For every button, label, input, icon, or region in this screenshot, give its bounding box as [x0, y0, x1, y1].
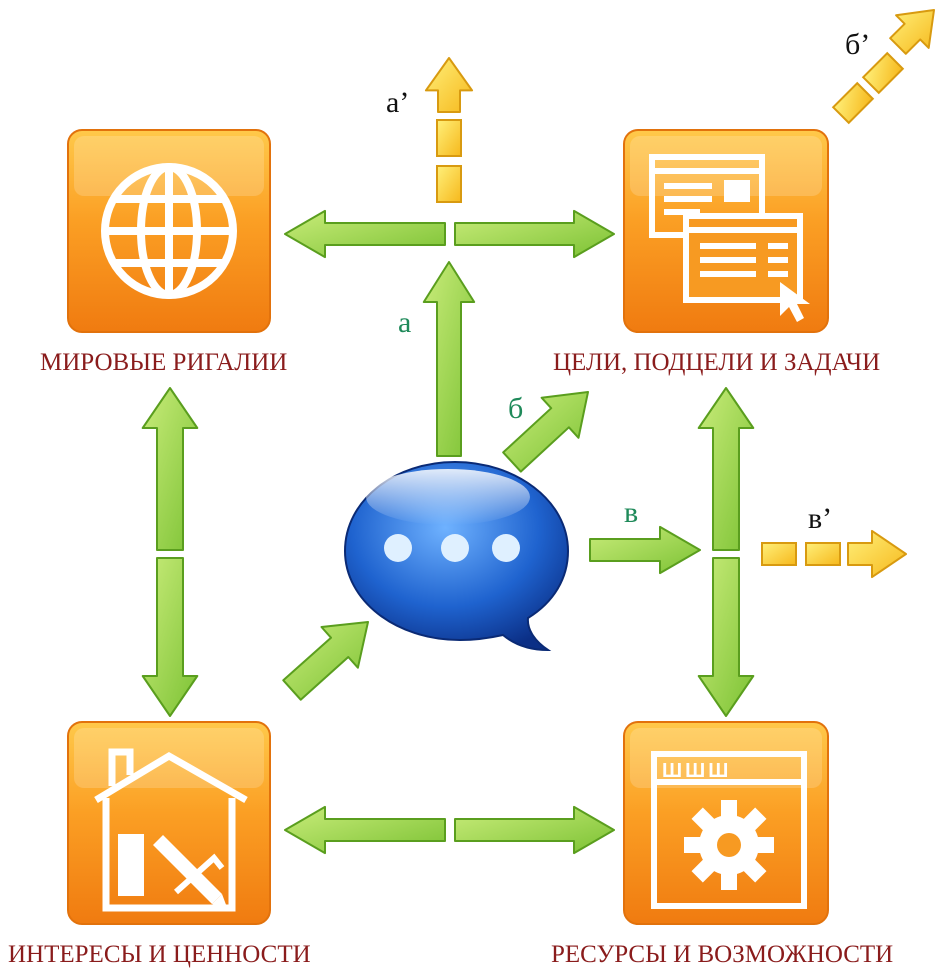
- bubble-dot: [384, 534, 412, 562]
- house-pencil-icon: [94, 748, 248, 912]
- node-world: [67, 129, 271, 333]
- arrow-left-down: [141, 557, 199, 717]
- browser-tab-text: ШШШ: [662, 760, 731, 782]
- arrows-layer: [141, 9, 935, 855]
- arrow-label-v: в: [624, 496, 638, 529]
- browser-window-icon: [651, 751, 807, 909]
- bubble-dot: [492, 534, 520, 562]
- node-interests: [67, 721, 271, 925]
- arrow-b: [502, 391, 589, 473]
- arrow-b-prime-head: [889, 9, 935, 55]
- pencil-icon: [153, 835, 228, 910]
- arrow-v-prime-segment: [805, 542, 841, 566]
- windows-cursor-icon: [649, 154, 803, 303]
- node-label-world: МИРОВЫЕ РИГАЛИИ: [40, 349, 287, 376]
- arrow-a-prime-head: [424, 57, 474, 113]
- bubble-dot: [441, 534, 469, 562]
- arrow-label-v-prime: в’: [808, 502, 832, 535]
- node-goals: [623, 129, 829, 333]
- node-label-goals: ЦЕЛИ, ПОДЦЕЛИ И ЗАДАЧИ: [553, 349, 880, 376]
- arrow-left-up: [141, 387, 199, 551]
- arrow-label-b: б: [508, 392, 523, 425]
- node-label-interests: ИНТЕРЕСЫ И ЦЕННОСТИ: [8, 941, 311, 968]
- arrow-right-down: [697, 557, 755, 717]
- arrow-label-a-prime: а’: [386, 86, 409, 119]
- arrow-to-resources: [454, 805, 615, 855]
- arrow-a-prime-segment: [436, 119, 462, 157]
- arrow-a-prime-segment: [436, 165, 462, 203]
- node-label-resources: РЕСУРСЫ И ВОЗМОЖНОСТИ: [551, 941, 893, 968]
- arrow-label-b-prime: б’: [845, 28, 870, 61]
- arrow-right-up: [697, 387, 755, 551]
- arrow-v-prime-segment: [761, 542, 797, 566]
- arrow-a: [422, 261, 476, 457]
- arrow-v: [589, 525, 701, 575]
- arrow-label-a: а: [398, 306, 411, 339]
- arrow-to-goals: [454, 209, 615, 259]
- arrow-b-prime-segment: [831, 81, 875, 125]
- cursor-icon: [780, 282, 810, 322]
- node-resources: ШШШ: [623, 721, 829, 925]
- center-speech-bubble: [343, 460, 570, 652]
- arrow-to-world: [284, 209, 446, 259]
- arrow-interests-to-center: [282, 621, 369, 701]
- arrow-b-prime-segment: [861, 51, 905, 95]
- arrow-v-prime-head: [847, 529, 907, 579]
- globe-icon: [101, 163, 237, 299]
- house-door-icon: [118, 834, 144, 896]
- arrow-to-interests: [284, 805, 446, 855]
- gear-icon: [684, 800, 774, 890]
